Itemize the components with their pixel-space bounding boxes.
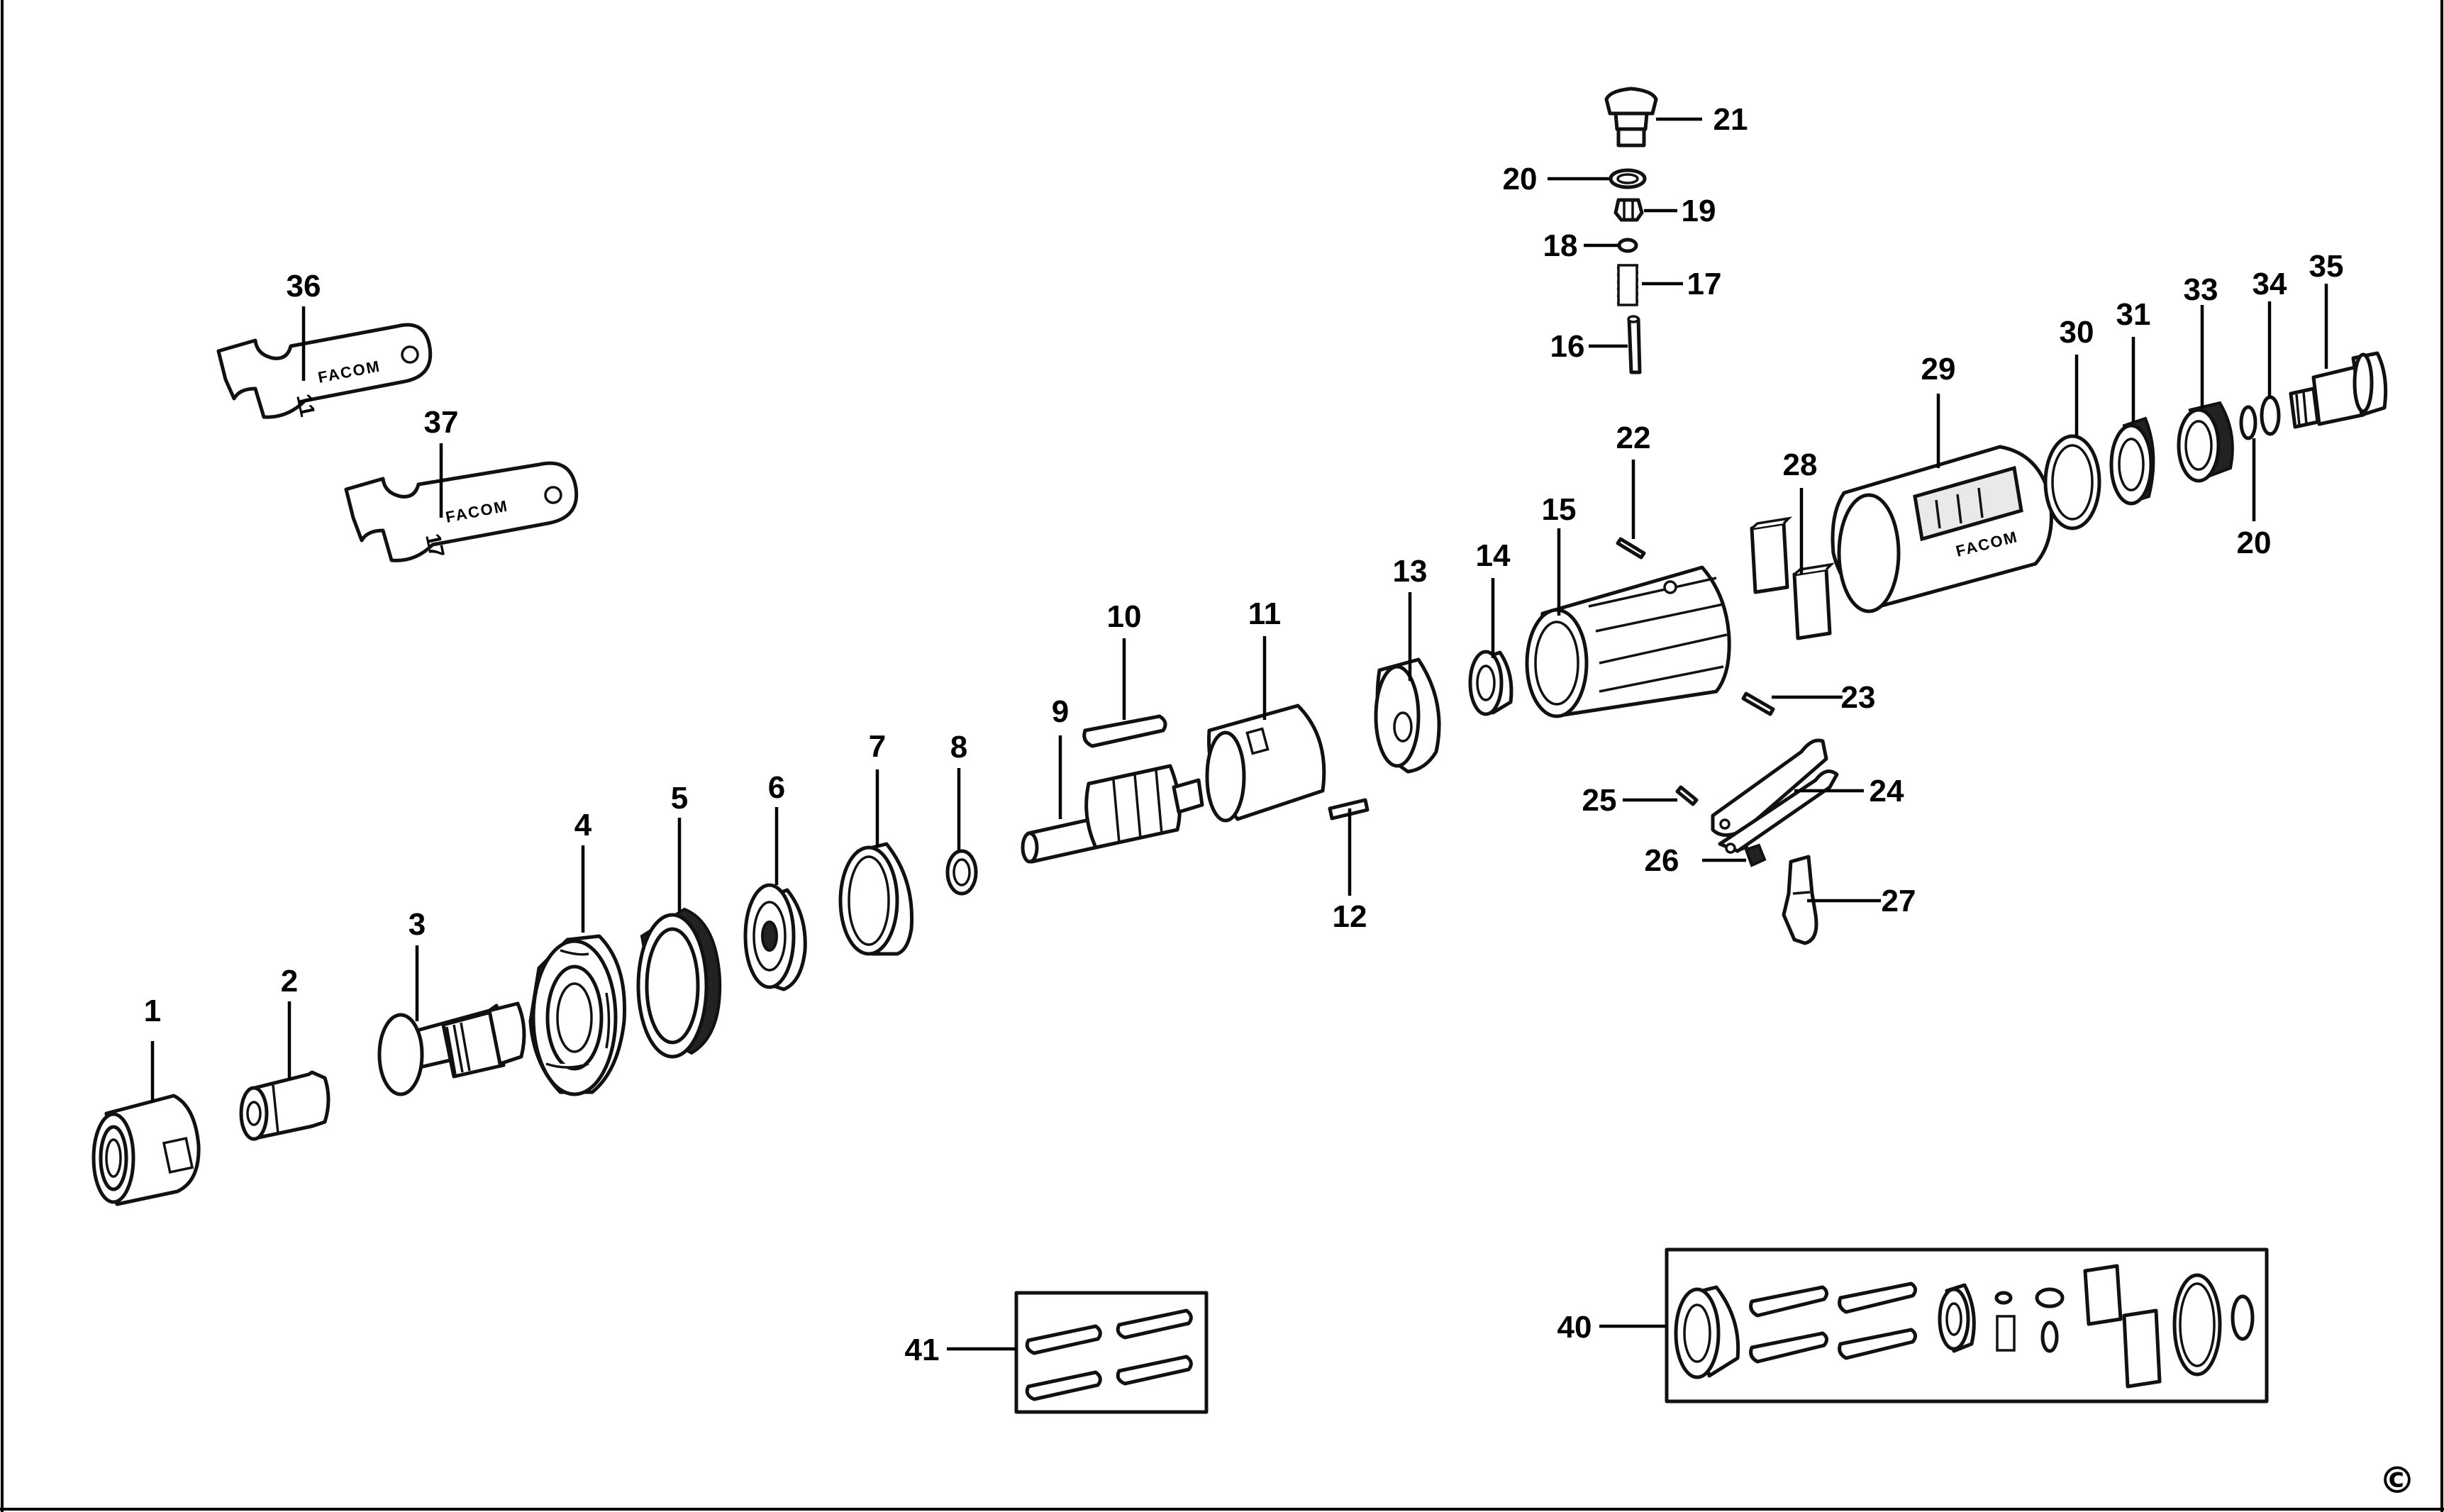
callout-3: 3 <box>409 907 426 942</box>
part-13-rear-plate <box>1374 657 1441 774</box>
part-14-bearing <box>1468 650 1513 716</box>
part-3-spindle <box>377 1001 526 1096</box>
callout-35: 35 <box>2309 249 2344 284</box>
part-18-o-ring <box>1617 238 1638 253</box>
part-10-vane <box>1082 714 1167 748</box>
callout-21: 21 <box>1713 102 1748 137</box>
part-21-throttle-valve <box>1604 87 1658 148</box>
callout-18: 18 <box>1543 228 1578 263</box>
callout-22: 22 <box>1616 421 1651 455</box>
callout-15: 15 <box>1542 492 1577 527</box>
part-36-wrench-11: 11 FACOM <box>216 323 433 419</box>
wrench-size-17: 17 <box>421 532 448 560</box>
callout-6: 6 <box>768 770 785 805</box>
part-4-lock-nut <box>528 934 627 1096</box>
part-15-housing <box>1525 565 1731 718</box>
wrench-size-11: 11 <box>291 392 319 419</box>
part-6-bearing <box>743 883 807 991</box>
part-20-o-ring-top <box>1609 168 1647 189</box>
callout-10: 10 <box>1107 599 1142 634</box>
part-27-trigger <box>1782 855 1818 945</box>
callout-34: 34 <box>2253 267 2287 301</box>
part-16-pin <box>1627 315 1642 374</box>
part-5-threaded-ring <box>636 907 722 1059</box>
part-33-ring-nut <box>2177 401 2234 483</box>
callout-7: 7 <box>869 729 886 764</box>
callout-36: 36 <box>287 269 321 304</box>
part-25-pin <box>1675 785 1699 806</box>
callout-40: 40 <box>1557 1310 1592 1345</box>
part-22-pin <box>1616 537 1646 560</box>
part-24-lever <box>1711 738 1839 854</box>
part-2-collet <box>239 1070 331 1141</box>
callout-24: 24 <box>1870 774 1904 808</box>
part-11-cylinder <box>1205 704 1326 823</box>
callout-1: 1 <box>144 994 161 1028</box>
callout-4: 4 <box>574 808 592 843</box>
callout-26: 26 <box>1645 843 1679 878</box>
callout-27: 27 <box>1882 884 1916 918</box>
part-31-end-fitting <box>2109 416 2155 506</box>
part-17-spring <box>1616 264 1639 306</box>
callout-41: 41 <box>905 1333 940 1367</box>
part-35-air-inlet <box>2289 351 2388 429</box>
kit-41-vane-kit <box>1014 1291 1209 1414</box>
part-20-o-ring-right <box>2239 405 2257 440</box>
callout-23: 23 <box>1841 680 1876 715</box>
callout-9: 9 <box>1052 694 1069 729</box>
callout-17: 17 <box>1687 267 1722 301</box>
kit-40-service-kit <box>1665 1247 2269 1403</box>
callout-5: 5 <box>671 781 688 816</box>
callout-30: 30 <box>2060 315 2094 350</box>
part-34-o-ring <box>2260 395 2281 436</box>
callout-28: 28 <box>1783 448 1818 482</box>
callout-14: 14 <box>1476 538 1511 573</box>
callout-2: 2 <box>281 964 298 999</box>
callout-13: 13 <box>1393 554 1428 589</box>
callout-8: 8 <box>950 730 967 765</box>
part-23-pin <box>1741 691 1775 716</box>
callout-33: 33 <box>2184 272 2218 307</box>
part-7-end-cap <box>838 842 914 956</box>
part-30-large-o-ring <box>2043 434 2101 530</box>
callout-37: 37 <box>424 405 459 440</box>
callout-20-right: 20 <box>2237 526 2272 560</box>
callout-29: 29 <box>1921 352 1956 387</box>
part-28-silencer-blocks <box>1750 516 1835 640</box>
callout-25: 25 <box>1582 783 1617 818</box>
callout-20-top: 20 <box>1503 162 1538 196</box>
callout-12: 12 <box>1333 899 1367 934</box>
leader-lines <box>150 117 2328 1351</box>
callout-numbers: 1 2 3 4 5 6 7 8 9 10 11 12 13 14 15 16 1… <box>144 102 2344 1367</box>
part-9-rotor <box>1021 764 1204 864</box>
callout-19: 19 <box>1682 194 1716 228</box>
part-26-clip <box>1737 843 1767 867</box>
callout-11: 11 <box>1248 596 1282 631</box>
part-19-valve <box>1613 198 1644 222</box>
callout-16: 16 <box>1550 329 1585 364</box>
callout-31: 31 <box>2116 297 2151 332</box>
part-8-ring <box>945 849 978 896</box>
part-1-collet-nut <box>91 1094 201 1206</box>
part-37-wrench-17: 17 FACOM <box>344 461 579 562</box>
copyright-mark: © <box>2379 1460 2416 1502</box>
part-29-grip-sleeve: FACOM <box>1831 445 2053 613</box>
